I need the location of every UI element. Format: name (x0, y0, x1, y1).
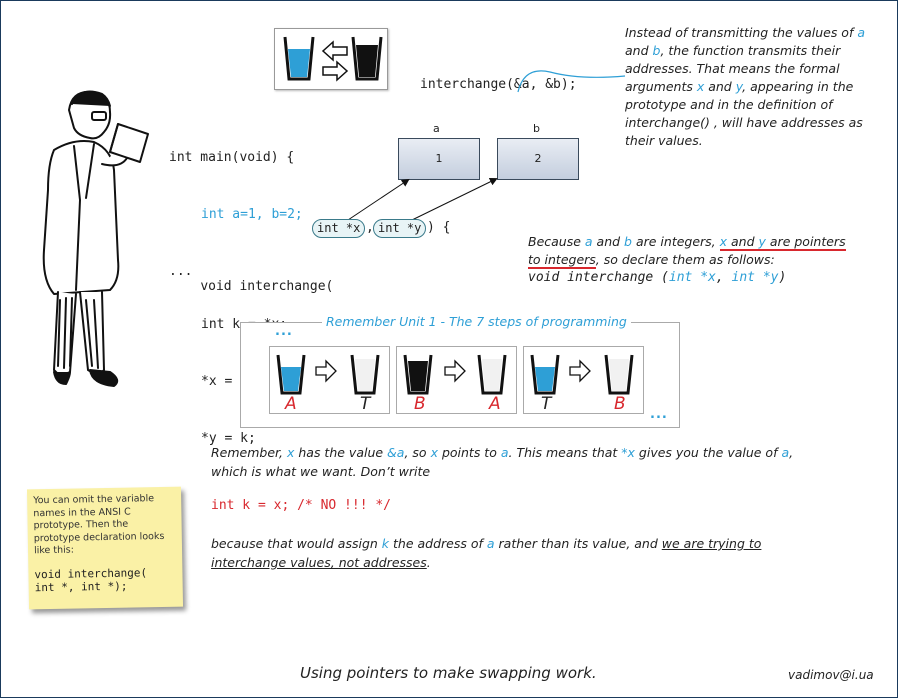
sticky-note: You can omit the variable names in the A… (26, 486, 184, 610)
call-statement: interchange(&a, &b); (420, 77, 577, 92)
box-a-label: a (433, 122, 440, 135)
box-b-label: b (533, 122, 540, 135)
memo-dots-top: ... (275, 324, 293, 339)
sticky-text: You can omit the variable names in the A… (33, 493, 165, 557)
param-comma: , (366, 220, 374, 235)
arrow-right-icon (569, 359, 591, 383)
author-credit: vadimov@i.ua (788, 668, 874, 682)
top-explanation: Instead of transmitting the values of a … (625, 25, 866, 148)
black-cup-icon (351, 36, 383, 81)
main-line-3: ... (169, 264, 193, 279)
pointer-arrows (347, 178, 498, 221)
arrow-right-icon (315, 359, 337, 383)
step2-letter-b: B (414, 394, 426, 414)
step-panel-1 (269, 346, 390, 414)
swap-arrows-icon (321, 40, 349, 82)
empty-cup-icon (604, 354, 634, 395)
step-panel-2 (396, 346, 517, 414)
box-a: 1 (398, 138, 480, 180)
empty-cup-icon (477, 354, 507, 395)
param-x-pill: int *x (312, 219, 366, 238)
memo-dots-bottom: ... (650, 407, 668, 422)
sig-end: ) { (427, 220, 451, 235)
x-points-to-a-arrow (347, 178, 410, 221)
reading-man-illustration (42, 90, 149, 387)
wrong-code-example: int k = x; /* NO !!! */ (211, 498, 392, 513)
param-y-pill: int *y (373, 219, 427, 238)
step-panel-3 (523, 346, 644, 414)
step2-letter-a: A (489, 394, 501, 414)
main-line-1: int main(void) { (169, 150, 295, 165)
sticky-code-2: int *, int *); (34, 579, 128, 594)
memo-title: Remember Unit 1 - The 7 steps of program… (322, 314, 631, 329)
because-note: Because a and b are integers, x and y ar… (528, 234, 846, 285)
figure-caption: Using pointers to make swapping work. (300, 664, 597, 682)
blue-cup-icon (276, 354, 306, 395)
box-b: 2 (497, 138, 579, 180)
note-connector (517, 70, 626, 93)
step3-letter-b: B (614, 394, 626, 414)
black-cup-icon (403, 354, 433, 395)
main-line-2: int a=1, b=2; (201, 207, 303, 222)
blue-cup-icon (283, 36, 315, 81)
because-paragraph: because that would assign k the address … (211, 536, 762, 570)
cup-swap-illustration (274, 28, 388, 90)
remember-paragraph: Remember, x has the value &a, so x point… (211, 445, 794, 479)
y-points-to-b-arrow (411, 178, 498, 221)
step1-letter-t: T (360, 394, 371, 414)
step3-letter-t: T (541, 394, 552, 414)
arrow-right-icon (444, 359, 466, 383)
empty-cup-icon (350, 354, 380, 395)
main-code-block: int main(void) { int a=1, b=2; ... (169, 110, 303, 300)
step1-letter-a: A (285, 394, 297, 414)
blue-cup-icon (530, 354, 560, 395)
